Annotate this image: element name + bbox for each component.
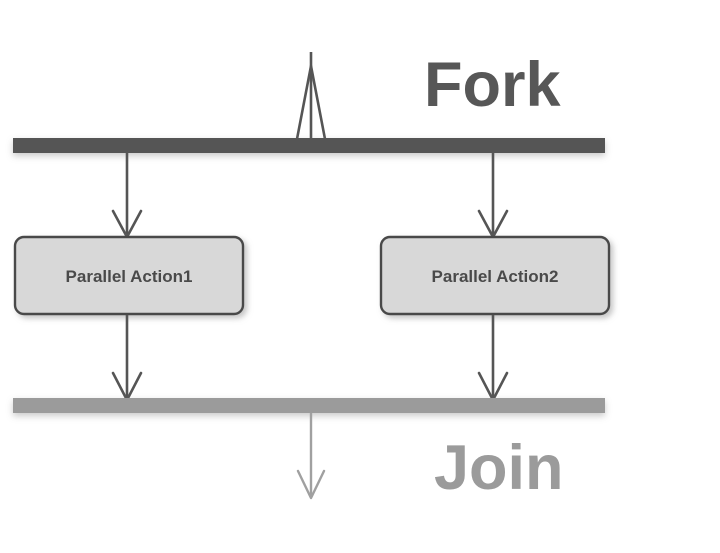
arrow-fork-to-action2	[477, 153, 509, 239]
fork-bar	[13, 138, 605, 153]
action-box-2[interactable]	[379, 235, 611, 316]
arrow-action1-to-join	[111, 315, 143, 402]
join-bar	[13, 398, 605, 413]
join-caption: Join	[434, 433, 564, 503]
action-node-parallel-action1[interactable]: Parallel Action1	[13, 235, 245, 316]
arrow-action2-to-join	[477, 315, 509, 402]
action-node-parallel-action2[interactable]: Parallel Action2	[379, 235, 611, 316]
action-box-1[interactable]	[13, 235, 245, 316]
arrow-fork-to-action1	[111, 153, 143, 239]
action-label-1: Parallel Action1	[66, 267, 193, 286]
arrow-join-to-outgoing	[296, 413, 326, 500]
arrow-incoming-to-fork	[295, 52, 327, 141]
action-label-2: Parallel Action2	[432, 267, 559, 286]
fork-caption: Fork	[424, 50, 561, 120]
